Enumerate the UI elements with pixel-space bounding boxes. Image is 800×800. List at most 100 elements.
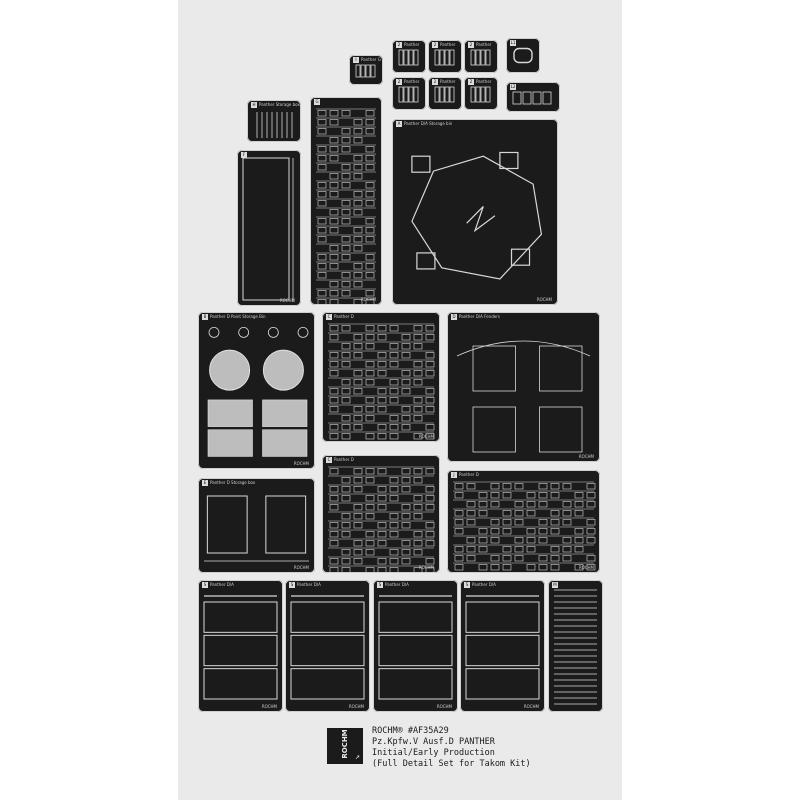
fret-title-k2: Panther: [440, 42, 456, 47]
fret-number-p6: J: [451, 472, 457, 478]
fret-title-k6: Panther: [476, 79, 492, 84]
fret-number-p4: E: [202, 480, 208, 486]
fret-label-l1: L1: [510, 40, 518, 46]
fret-title-p3: Panther D/A Fenders: [459, 314, 500, 319]
fret-parts-k2: [434, 49, 455, 66]
fret-parts-s4: [465, 595, 540, 700]
caption-model: Pz.Kpfw.V Ausf.D PANTHER: [372, 737, 495, 747]
fret-title-p6: Panther D: [459, 472, 479, 477]
fret-parts-p3: [456, 340, 591, 453]
fret-number-s3: S: [377, 582, 383, 588]
fret-label-f: F: [241, 152, 249, 158]
fret-title-s4: Panther D/A: [472, 582, 496, 587]
fret-number-k4: 2: [396, 79, 402, 85]
fret-brand-a: ROCHM: [536, 297, 552, 302]
fret-number-s4: S: [464, 582, 470, 588]
fret-number-i1: I: [353, 57, 359, 63]
fret-parts-p4: [204, 495, 309, 562]
fret-number-f: F: [241, 152, 247, 158]
fret-parts-k6: [470, 86, 491, 103]
fret-number-l1: L1: [510, 40, 516, 46]
fret-brand-p4: ROCHM: [293, 565, 309, 570]
fret-parts-h: [256, 112, 293, 138]
fret-title-k3: Panther: [476, 42, 492, 47]
fret-parts-s3: [378, 595, 453, 700]
fret-parts-i1: [355, 64, 376, 78]
fret-title-k4: Panther: [404, 79, 420, 84]
fret-number-s1: S: [202, 582, 208, 588]
fret-number-k1: 2: [396, 42, 402, 48]
rochm-logo: ROCHM ↗: [327, 728, 363, 764]
fret-parts-l2: [512, 91, 552, 105]
fret-number-l2: L2: [510, 84, 516, 90]
fret-brand-s4: ROCHM: [523, 704, 539, 709]
fret-number-p5: C: [326, 457, 332, 463]
fret-parts-p6: [453, 481, 596, 571]
fret-number-s5: M: [552, 582, 558, 588]
etch-fret-l2: L2: [506, 82, 560, 112]
fret-parts-k3: [470, 49, 491, 66]
fret-title-s1: Panther D/A: [210, 582, 234, 587]
fret-title-p5: Panther D: [334, 457, 354, 462]
fret-brand-p6: ROCHM: [578, 565, 594, 570]
fret-brand-p2: ROCHM: [418, 434, 434, 439]
fret-title-s2: Panther D/A: [297, 582, 321, 587]
caption-kit-note: (Full Detail Set for Takom Kit): [372, 759, 531, 769]
fret-title-h: Panther Storage box: [259, 102, 300, 107]
fret-number-s2: S: [289, 582, 295, 588]
fret-parts-k4: [398, 86, 419, 103]
fret-number-g: G: [314, 99, 320, 105]
fret-brand-f: ROCHM: [279, 298, 295, 303]
caption-production: Initial/Early Production: [372, 748, 495, 758]
fret-brand-p1: ROCHM: [293, 461, 309, 466]
fret-label-l2: L2: [510, 84, 518, 90]
fret-label-g: G: [314, 99, 322, 105]
etch-fret-l1: L1: [506, 38, 540, 73]
fret-brand-p3: ROCHM: [578, 454, 594, 459]
fret-title-p4: Panther D Storage box: [210, 480, 256, 485]
fret-parts-a: [411, 151, 543, 280]
fret-parts-p5: [328, 466, 435, 573]
fret-parts-p1: [207, 327, 309, 457]
logo-arrow-icon: ↗: [355, 752, 360, 761]
fret-number-k2: 2: [432, 42, 438, 48]
caption-sku: ROCHM® #AF35A29: [372, 726, 449, 736]
fret-brand-s1: ROCHM: [261, 704, 277, 709]
fret-number-p3: D: [451, 314, 457, 320]
fret-parts-f: [242, 157, 294, 302]
fret-parts-s1: [203, 595, 278, 700]
fret-parts-p2: [328, 323, 435, 440]
product-caption: ROCHM® #AF35A29 Pz.Kpfw.V Ausf.D PANTHER…: [372, 726, 612, 770]
fret-parts-s2: [290, 595, 365, 700]
fret-number-k5: 2: [432, 79, 438, 85]
fret-label-s5: M: [552, 582, 560, 588]
fret-parts-g: [316, 108, 376, 305]
